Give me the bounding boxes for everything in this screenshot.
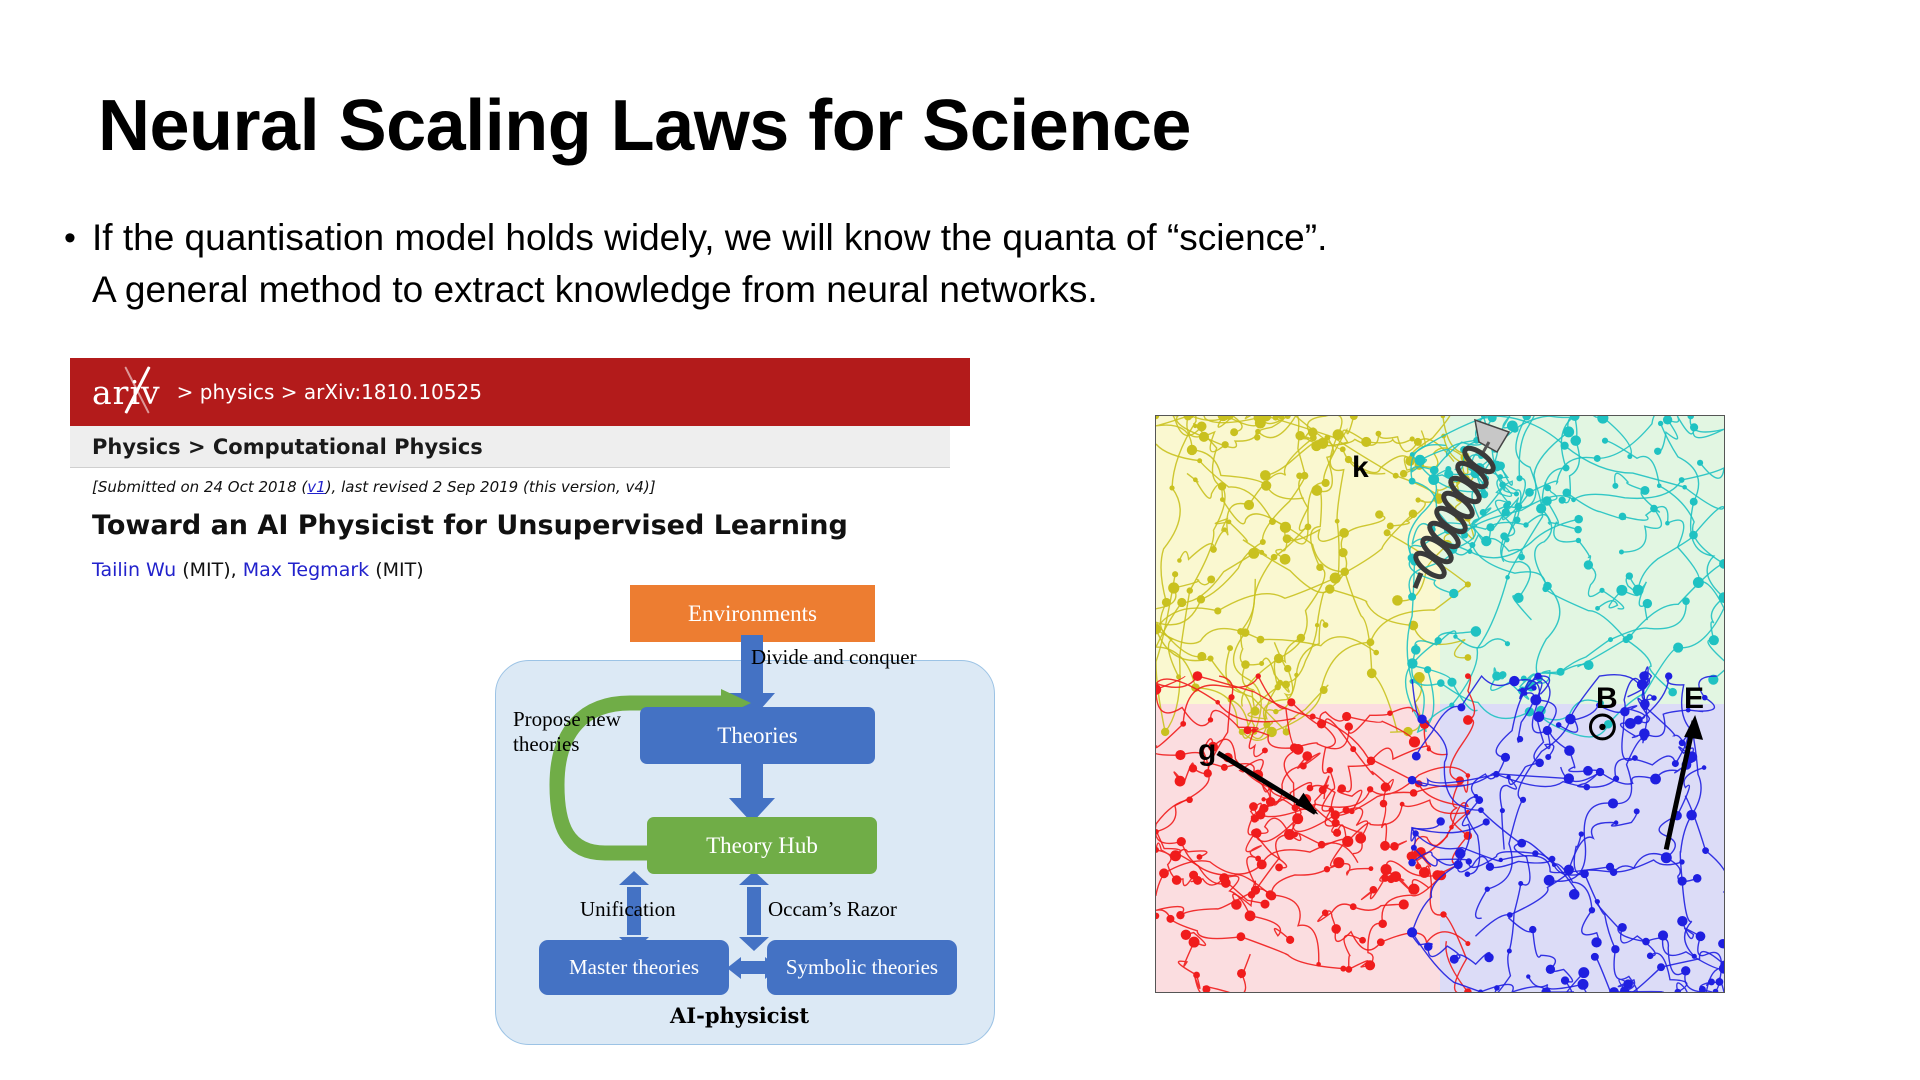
page-title: Neural Scaling Laws for Science bbox=[98, 86, 1191, 166]
arxiv-submitted-line: [Submitted on 24 Oct 2018 (v1), last rev… bbox=[92, 478, 970, 496]
plot-label-k: k bbox=[1352, 451, 1369, 484]
diagram-node-master-theories: Master theories bbox=[539, 940, 729, 995]
author-2-affiliation: (MIT) bbox=[369, 559, 424, 581]
submitted-suffix: ), last revised 2 Sep 2019 (this version… bbox=[325, 478, 656, 496]
field-arrows bbox=[1216, 713, 1704, 851]
author-link-2[interactable]: Max Tegmark bbox=[242, 559, 370, 581]
bullet-marker: • bbox=[64, 219, 76, 257]
bullet-text: If the quantisation model holds widely, … bbox=[92, 212, 1327, 316]
physics-trajectory-plot: k g B E bbox=[1155, 415, 1725, 993]
diagram-arrows bbox=[549, 635, 779, 979]
diagram-node-theory-hub: Theory Hub bbox=[647, 817, 877, 874]
arxiv-paper-title: Toward an AI Physicist for Unsupervised … bbox=[92, 510, 848, 541]
diagram-label-propose-new-theories: Propose new theories bbox=[513, 707, 621, 756]
arxiv-header-bar: ariv > physics > arXiv:1810.10525 bbox=[70, 358, 970, 426]
spring-icon bbox=[1401, 418, 1521, 608]
diagram-label-divide-and-conquer: Divide and conquer bbox=[751, 645, 917, 669]
bullet-list: • If the quantisation model holds widely… bbox=[48, 212, 1838, 316]
quadrant-electromagnetic-lower bbox=[1440, 704, 1724, 992]
ai-physicist-diagram: Environments bbox=[495, 585, 1015, 1055]
diagram-node-symbolic-theories: Symbolic theories bbox=[767, 940, 957, 995]
plot-label-B: B bbox=[1596, 682, 1618, 715]
diagram-label-unification: Unification bbox=[580, 897, 676, 921]
diagram-node-environments: Environments bbox=[630, 585, 875, 642]
author-1-affiliation: (MIT), bbox=[176, 559, 243, 581]
author-link-1[interactable]: Tailin Wu bbox=[92, 559, 177, 581]
version-link[interactable]: v1 bbox=[307, 478, 326, 496]
diagram-caption: AI-physicist bbox=[670, 1003, 810, 1028]
plot-label-g: g bbox=[1198, 734, 1217, 767]
arxiv-authors: Tailin Wu (MIT), Max Tegmark (MIT) bbox=[92, 559, 970, 581]
bullet-line-1: If the quantisation model holds widely, … bbox=[92, 217, 1328, 258]
arxiv-subject-bar[interactable]: Physics > Computational Physics bbox=[70, 426, 950, 468]
diagram-label-occams-razor: Occam’s Razor bbox=[768, 897, 897, 921]
plot-label-E: E bbox=[1684, 682, 1705, 715]
diagram-node-theories: Theories bbox=[640, 707, 875, 764]
arxiv-logo-icon: ariv bbox=[92, 365, 165, 414]
breadcrumb[interactable]: > physics > arXiv:1810.10525 bbox=[176, 380, 482, 404]
bullet-line-2: A general method to extract knowledge fr… bbox=[92, 269, 1098, 310]
arxiv-logo-left: ar bbox=[92, 372, 130, 412]
arxiv-screenshot: ariv > physics > arXiv:1810.10525 Physic… bbox=[70, 358, 970, 581]
quadrant-electromagnetic-upper bbox=[1440, 416, 1724, 704]
submitted-prefix: [Submitted on 24 Oct 2018 ( bbox=[92, 478, 308, 496]
